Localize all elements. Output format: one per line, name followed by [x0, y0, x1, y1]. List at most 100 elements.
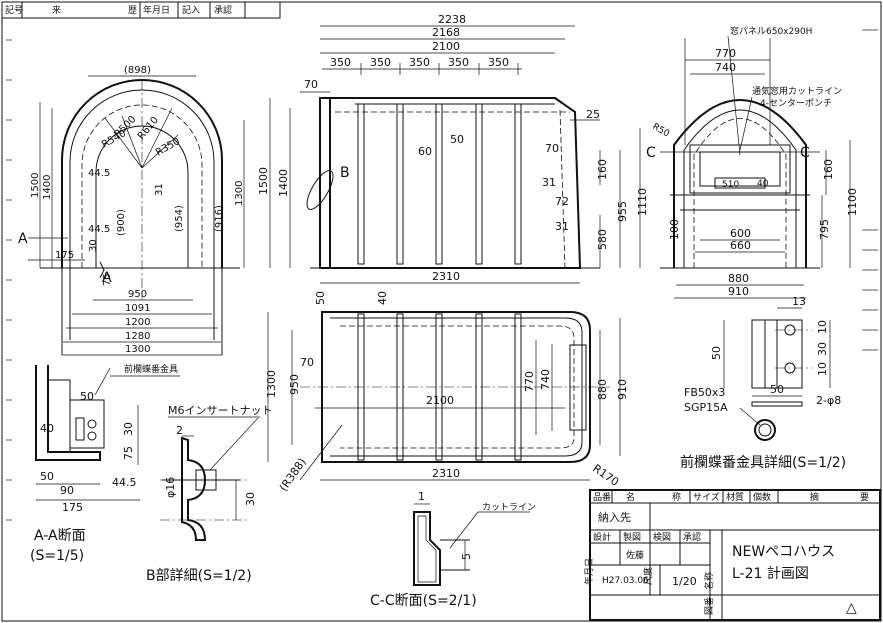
tb-figno-label: 図番 [703, 597, 715, 615]
dim-1091: 1091 [125, 303, 150, 314]
dim-160-rear: 160 [822, 159, 835, 180]
tb-date-label: 年月日 [583, 558, 595, 585]
section-mark-a: A [18, 231, 28, 247]
tb-name-label: 名称 [703, 572, 715, 590]
side-view: B 2238 2168 2100 350 350 350 350 350 70 … [257, 13, 649, 284]
rev-col-approval: 承認 [214, 4, 232, 16]
revision-header: 記号 来 歴 年月日 記入 承認 [1, 1, 281, 19]
dim-10-hinge-b: 10 [816, 362, 829, 376]
dim-1110: 1110 [636, 188, 649, 216]
dim-44-5-a: 44.5 [88, 168, 110, 179]
tb-drawing-name-2: L-21 計画図 [732, 566, 809, 582]
dim-10-hinge-a: 10 [816, 320, 829, 334]
rev-col-history-end: 歴 [128, 5, 137, 16]
vent-cut-line-label: 通気窓用カットライン [752, 85, 842, 97]
dim-2238: 2238 [438, 13, 466, 26]
hinge-detail-title: 前欄蝶番金具詳細(S=1/2) [680, 454, 846, 471]
tb-drawing-name-1: NEWペコハウス [732, 544, 835, 560]
dim-50-hinge-v: 50 [710, 346, 723, 360]
dim-2-phi8: 2-φ8 [816, 394, 841, 407]
detail-b: M6インサートナット 2 φ16 30 B部詳細(S=1/2) [146, 404, 273, 584]
dim-740-plan: 740 [539, 369, 552, 390]
dim-60: 60 [418, 145, 432, 158]
plan-view: 2100 50 40 70 1300 950 770 740 880 910 (… [265, 291, 629, 494]
dim-600: 600 [730, 227, 751, 240]
tb-date: H27.03.06 [602, 576, 649, 586]
dim-1300-plan: 1300 [265, 370, 278, 398]
tb-col-note-end: 要 [860, 492, 869, 503]
dim-50-aa: 50 [80, 390, 94, 403]
dim-90-aa: 90 [60, 484, 74, 497]
sgp-label: SGP15A [684, 401, 728, 414]
dim-50-hinge-h: 50 [770, 383, 784, 396]
dim-5-cc: 5 [460, 553, 473, 560]
dim-2100-side: 2100 [432, 40, 460, 53]
dim-31-side-a: 31 [542, 176, 556, 189]
margin-ticks [6, 29, 878, 521]
dim-2310-plan: 2310 [432, 467, 460, 480]
dim-910: 910 [728, 285, 749, 298]
tb-drafting: 製図 [623, 531, 641, 543]
dim-916: (916) [214, 205, 225, 232]
dim-31-front: 31 [154, 183, 165, 196]
detail-mark-b: B [340, 165, 350, 181]
tb-scale-label: 尺度 [642, 567, 654, 585]
section-mark-a2: A [102, 270, 112, 286]
tb-approve: 承認 [683, 531, 701, 543]
section-aa-title: A-A断面 [34, 528, 86, 544]
title-block: 品番 名 称 サイズ 材質 個数 摘 要 納入先 設計 製図 検図 承認 佐藤 … [583, 489, 881, 621]
tb-col-name: 名 [626, 491, 635, 503]
dim-40-plan: 40 [376, 291, 389, 305]
dim-954: (954) [174, 205, 185, 232]
dim-175-aa: 175 [62, 501, 83, 514]
dim-1400-front: 1400 [42, 175, 53, 200]
rear-view: 770 740 窓パネル650x290H 通気窓用カットライン 4-センターポン… [646, 25, 859, 299]
center-punch-label: 4-センターポンチ [760, 98, 832, 109]
dim-1100: 1100 [846, 188, 859, 216]
dim-2168: 2168 [432, 26, 460, 39]
rev-col-date: 年月日 [143, 4, 170, 16]
dim-1-cc: 1 [418, 490, 425, 503]
dim-350-1: 350 [330, 56, 351, 69]
dim-1280: 1280 [125, 331, 150, 342]
tb-col-material: 材質 [726, 491, 744, 503]
dim-1200: 1200 [125, 317, 150, 328]
section-cc: 5 1 カットライン C-C断面(S=2/1) [370, 490, 536, 609]
dim-75-front: 75 [102, 273, 113, 286]
dim-50-aa-b: 50 [40, 470, 54, 483]
dim-580: 580 [596, 229, 609, 250]
dim-350-5: 350 [488, 56, 509, 69]
rev-col-symbol: 記号 [5, 4, 23, 16]
section-aa-scale: (S=1/5) [30, 548, 84, 564]
dim-72: 72 [555, 195, 569, 208]
tb-revision-symbol: △ [846, 600, 857, 616]
dim-50-plan: 50 [314, 291, 327, 305]
dim-880: 880 [728, 272, 749, 285]
tb-scale: 1/20 [672, 575, 697, 588]
front-arch-frame [81, 104, 203, 268]
dim-900: (900) [116, 209, 127, 236]
section-cc-title: C-C断面(S=2/1) [370, 593, 477, 609]
dim-660: 660 [730, 239, 751, 252]
dim-510: 510 [722, 180, 739, 190]
tb-col-partno: 品番 [593, 491, 611, 503]
dim-350-4: 350 [448, 56, 469, 69]
section-mark-c1: C [646, 145, 656, 161]
tb-col-note: 摘 [810, 491, 819, 503]
dim-1500-side: 1500 [257, 167, 270, 195]
dim-70-side-b: 70 [545, 142, 559, 155]
window-panel-label: 窓パネル650x290H [730, 25, 812, 37]
insert-nut-label: M6インサートナット [168, 404, 273, 417]
dim-898: (898) [124, 65, 151, 76]
dim-30-front: 30 [88, 239, 99, 252]
rev-col-entry: 記入 [182, 4, 200, 16]
dim-955: 955 [616, 201, 629, 222]
dim-44-5-aa: 44.5 [112, 476, 137, 489]
dim-350-2: 350 [370, 56, 391, 69]
dim-1500-front: 1500 [30, 173, 41, 198]
dim-13: 13 [792, 295, 806, 308]
dim-1300-front-width: 1300 [125, 344, 150, 355]
dim-910-plan: 910 [616, 379, 629, 400]
